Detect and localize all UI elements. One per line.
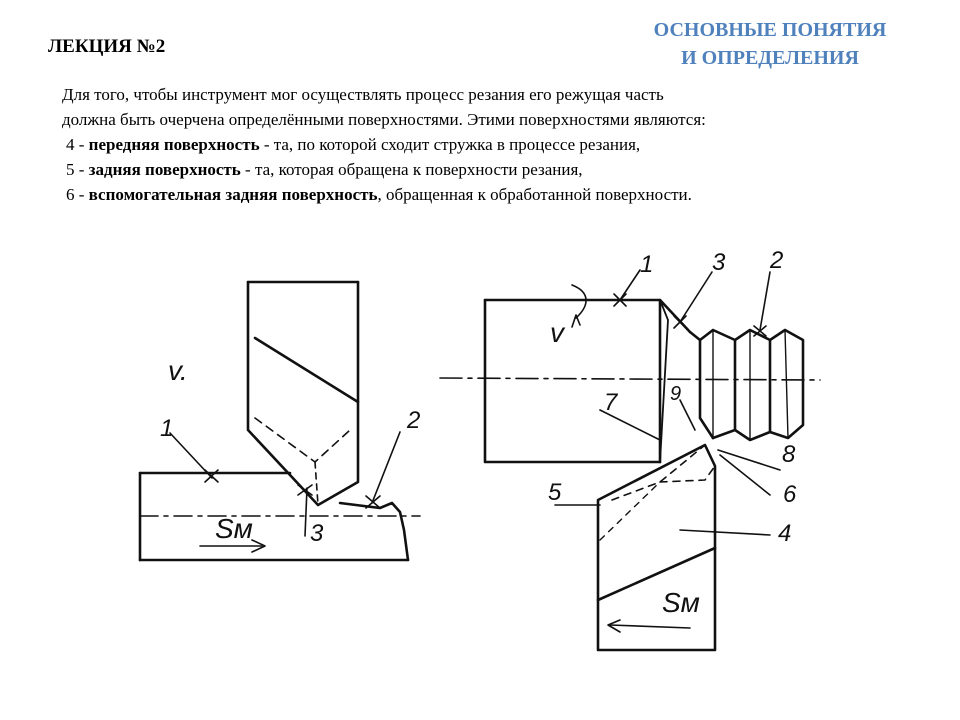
left-leaders: [169, 431, 401, 553]
cutting-tool-diagram: v. v Sм Sм 1 2 3 1 2 3 4 5 6 7 8 9: [138, 247, 821, 652]
label-7: 7: [604, 389, 619, 416]
label-1-left: 1: [160, 415, 173, 442]
velocity-label-left: v.: [168, 355, 188, 386]
intro-line-2: должна быть очерчена определёнными повер…: [62, 110, 706, 129]
right-workpiece: [439, 298, 821, 464]
label-5: 5: [548, 479, 562, 506]
item-number: 6 -: [66, 185, 89, 204]
item-description: - та, по которой сходит стружка в процес…: [259, 135, 641, 154]
feed-label-right: Sм: [662, 587, 700, 618]
item-term: вспомогательная задняя поверхность: [88, 185, 378, 204]
velocity-label-right: v: [550, 317, 566, 348]
intro-line-1: Для того, чтобы инструмент мог осуществл…: [62, 85, 664, 104]
label-6: 6: [783, 481, 797, 508]
slide-heading: ОСНОВНЫЕ ПОНЯТИЯ И ОПРЕДЕЛЕНИЯ: [620, 16, 920, 72]
definition-item-5: 5 - задняя поверхность - та, которая обр…: [62, 157, 902, 182]
definition-text: Для того, чтобы инструмент мог осуществл…: [62, 82, 902, 207]
heading-line-1: ОСНОВНЫЕ ПОНЯТИЯ: [653, 19, 887, 41]
label-9: 9: [670, 383, 681, 405]
item-term: задняя поверхность: [88, 160, 241, 179]
lecture-label: ЛЕКЦИЯ №2: [48, 36, 166, 57]
item-number: 4 -: [66, 135, 89, 154]
label-3-right: 3: [712, 249, 726, 276]
label-8: 8: [782, 441, 796, 468]
right-tool: [596, 443, 717, 652]
item-description: - та, которая обращена к поверхности рез…: [240, 160, 583, 179]
item-number: 5 -: [66, 160, 89, 179]
item-term: передняя поверхность: [88, 135, 260, 154]
item-description: , обращенная к обработанной поверхности.: [377, 185, 692, 204]
label-2-left: 2: [406, 407, 420, 434]
label-4: 4: [778, 520, 791, 547]
label-2-right: 2: [769, 247, 783, 274]
right-leaders: [554, 269, 781, 633]
feed-label-left: Sм: [215, 513, 253, 544]
left-tool: [246, 280, 360, 507]
label-1-right: 1: [640, 251, 653, 278]
definition-item-4: 4 - передняя поверхность - та, по которо…: [62, 132, 902, 157]
heading-line-2: И ОПРЕДЕЛЕНИЯ: [681, 47, 859, 69]
definition-item-6: 6 - вспомогательная задняя поверхность, …: [62, 182, 902, 207]
label-3-left: 3: [310, 520, 324, 547]
